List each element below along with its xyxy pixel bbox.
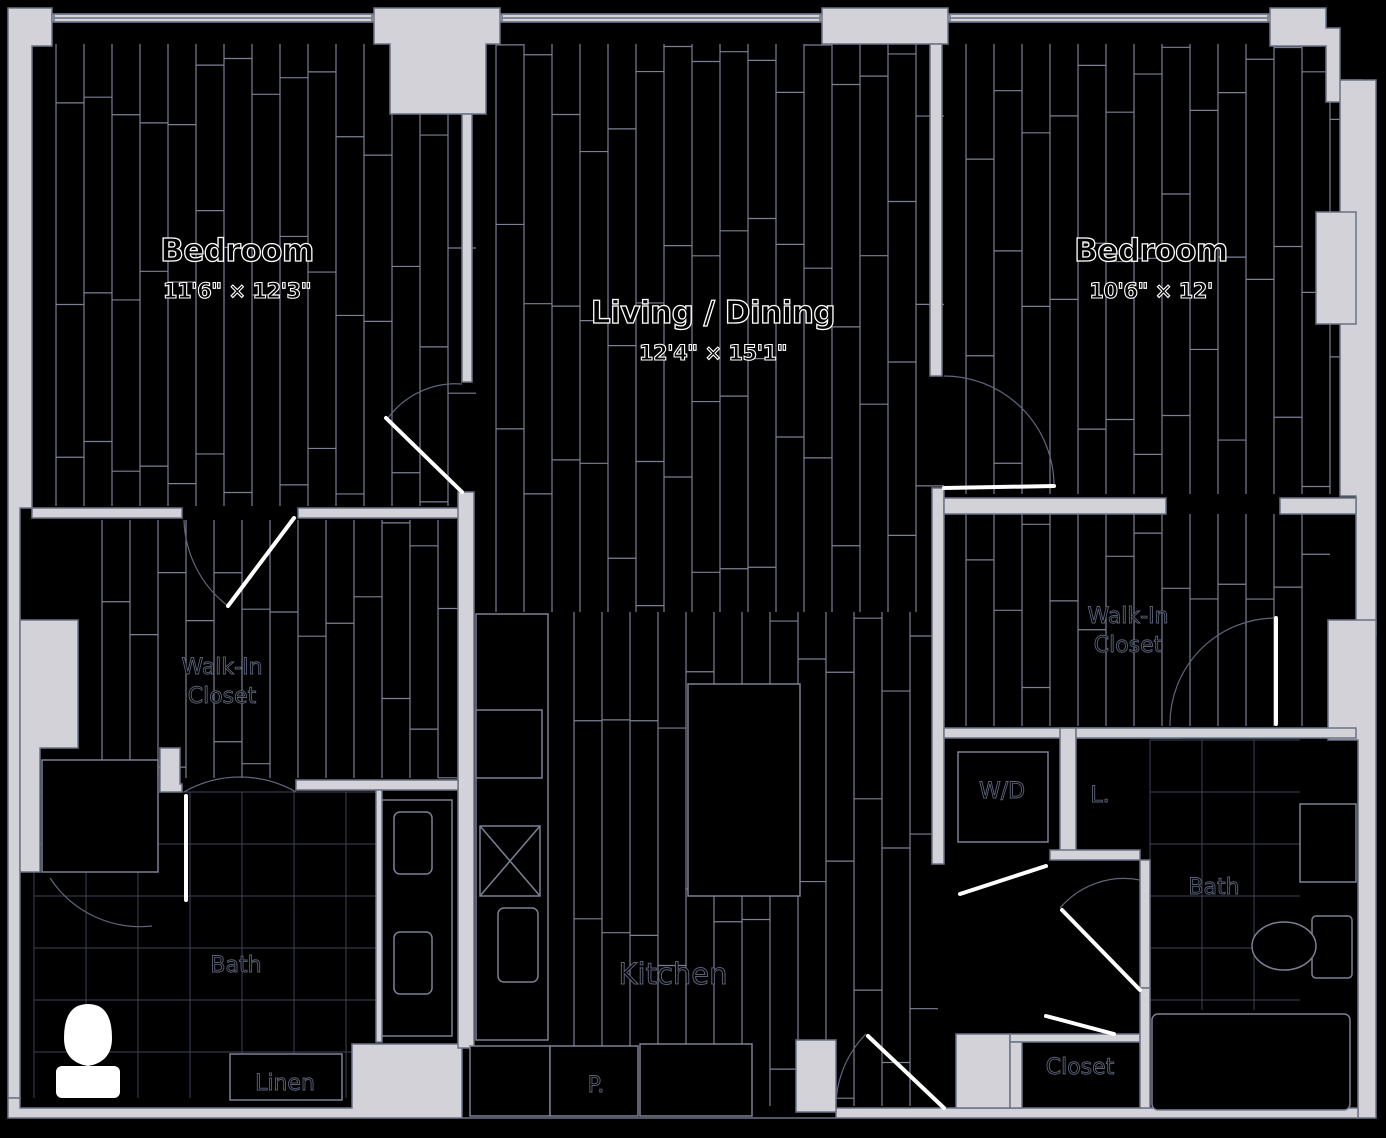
- wood-floor-planks: [55, 44, 1358, 1106]
- range-icon: [475, 709, 543, 779]
- pantry-label: P.: [588, 1073, 605, 1098]
- closet-hall-label: Closet: [1046, 1055, 1115, 1080]
- living-dining-label: Living / Dining: [591, 295, 835, 331]
- bath-left-label: Bath: [210, 953, 261, 978]
- living-dining-dims: 12'4" × 15'1": [639, 341, 787, 365]
- windows: [53, 13, 1269, 23]
- toilet-icon: [64, 1004, 112, 1066]
- left-bath-fixtures: [41, 759, 453, 1101]
- bedroom-right-dims: 10'6" × 12': [1089, 279, 1213, 303]
- bedroom-right-label: Bedroom: [1074, 233, 1228, 269]
- linen-small-label: L.: [1090, 783, 1109, 808]
- right-bath-fixtures: [957, 751, 1357, 1111]
- walk-in-closet-right-line2: Closet: [1094, 633, 1163, 658]
- bathtub: [1151, 1013, 1351, 1111]
- doors: [184, 416, 1278, 1110]
- sink-icon: [393, 811, 433, 875]
- walk-in-closet-right-line1: Walk-In: [1087, 604, 1168, 629]
- kitchen-label: Kitchen: [619, 957, 728, 991]
- bath-right-label: Bath: [1188, 875, 1239, 900]
- washer-dryer: [957, 751, 1049, 843]
- vanity: [1299, 803, 1357, 883]
- bedroom-left-dims: 11'6" × 12'3": [163, 279, 311, 303]
- kitchen-island: [687, 683, 801, 897]
- walk-in-closet-left-line1: Walk-In: [181, 655, 262, 680]
- washer-dryer-label: W/D: [979, 779, 1025, 804]
- linen-label: Linen: [255, 1071, 315, 1096]
- bedroom-left-label: Bedroom: [160, 233, 314, 269]
- shower: [41, 759, 159, 873]
- kitchen-fixtures: [469, 613, 801, 1117]
- room-labels: Bedroom 11'6" × 12'3" Living / Dining 12…: [160, 232, 1240, 1098]
- kitchen-sink-icon: [497, 907, 539, 983]
- door-swings: [49, 375, 1277, 1109]
- toilet-icon: [1251, 921, 1317, 971]
- linen-closet: [229, 1053, 343, 1101]
- sink-icon: [393, 931, 433, 995]
- pantry: [549, 1045, 639, 1117]
- walk-in-closet-left-line2: Closet: [188, 684, 257, 709]
